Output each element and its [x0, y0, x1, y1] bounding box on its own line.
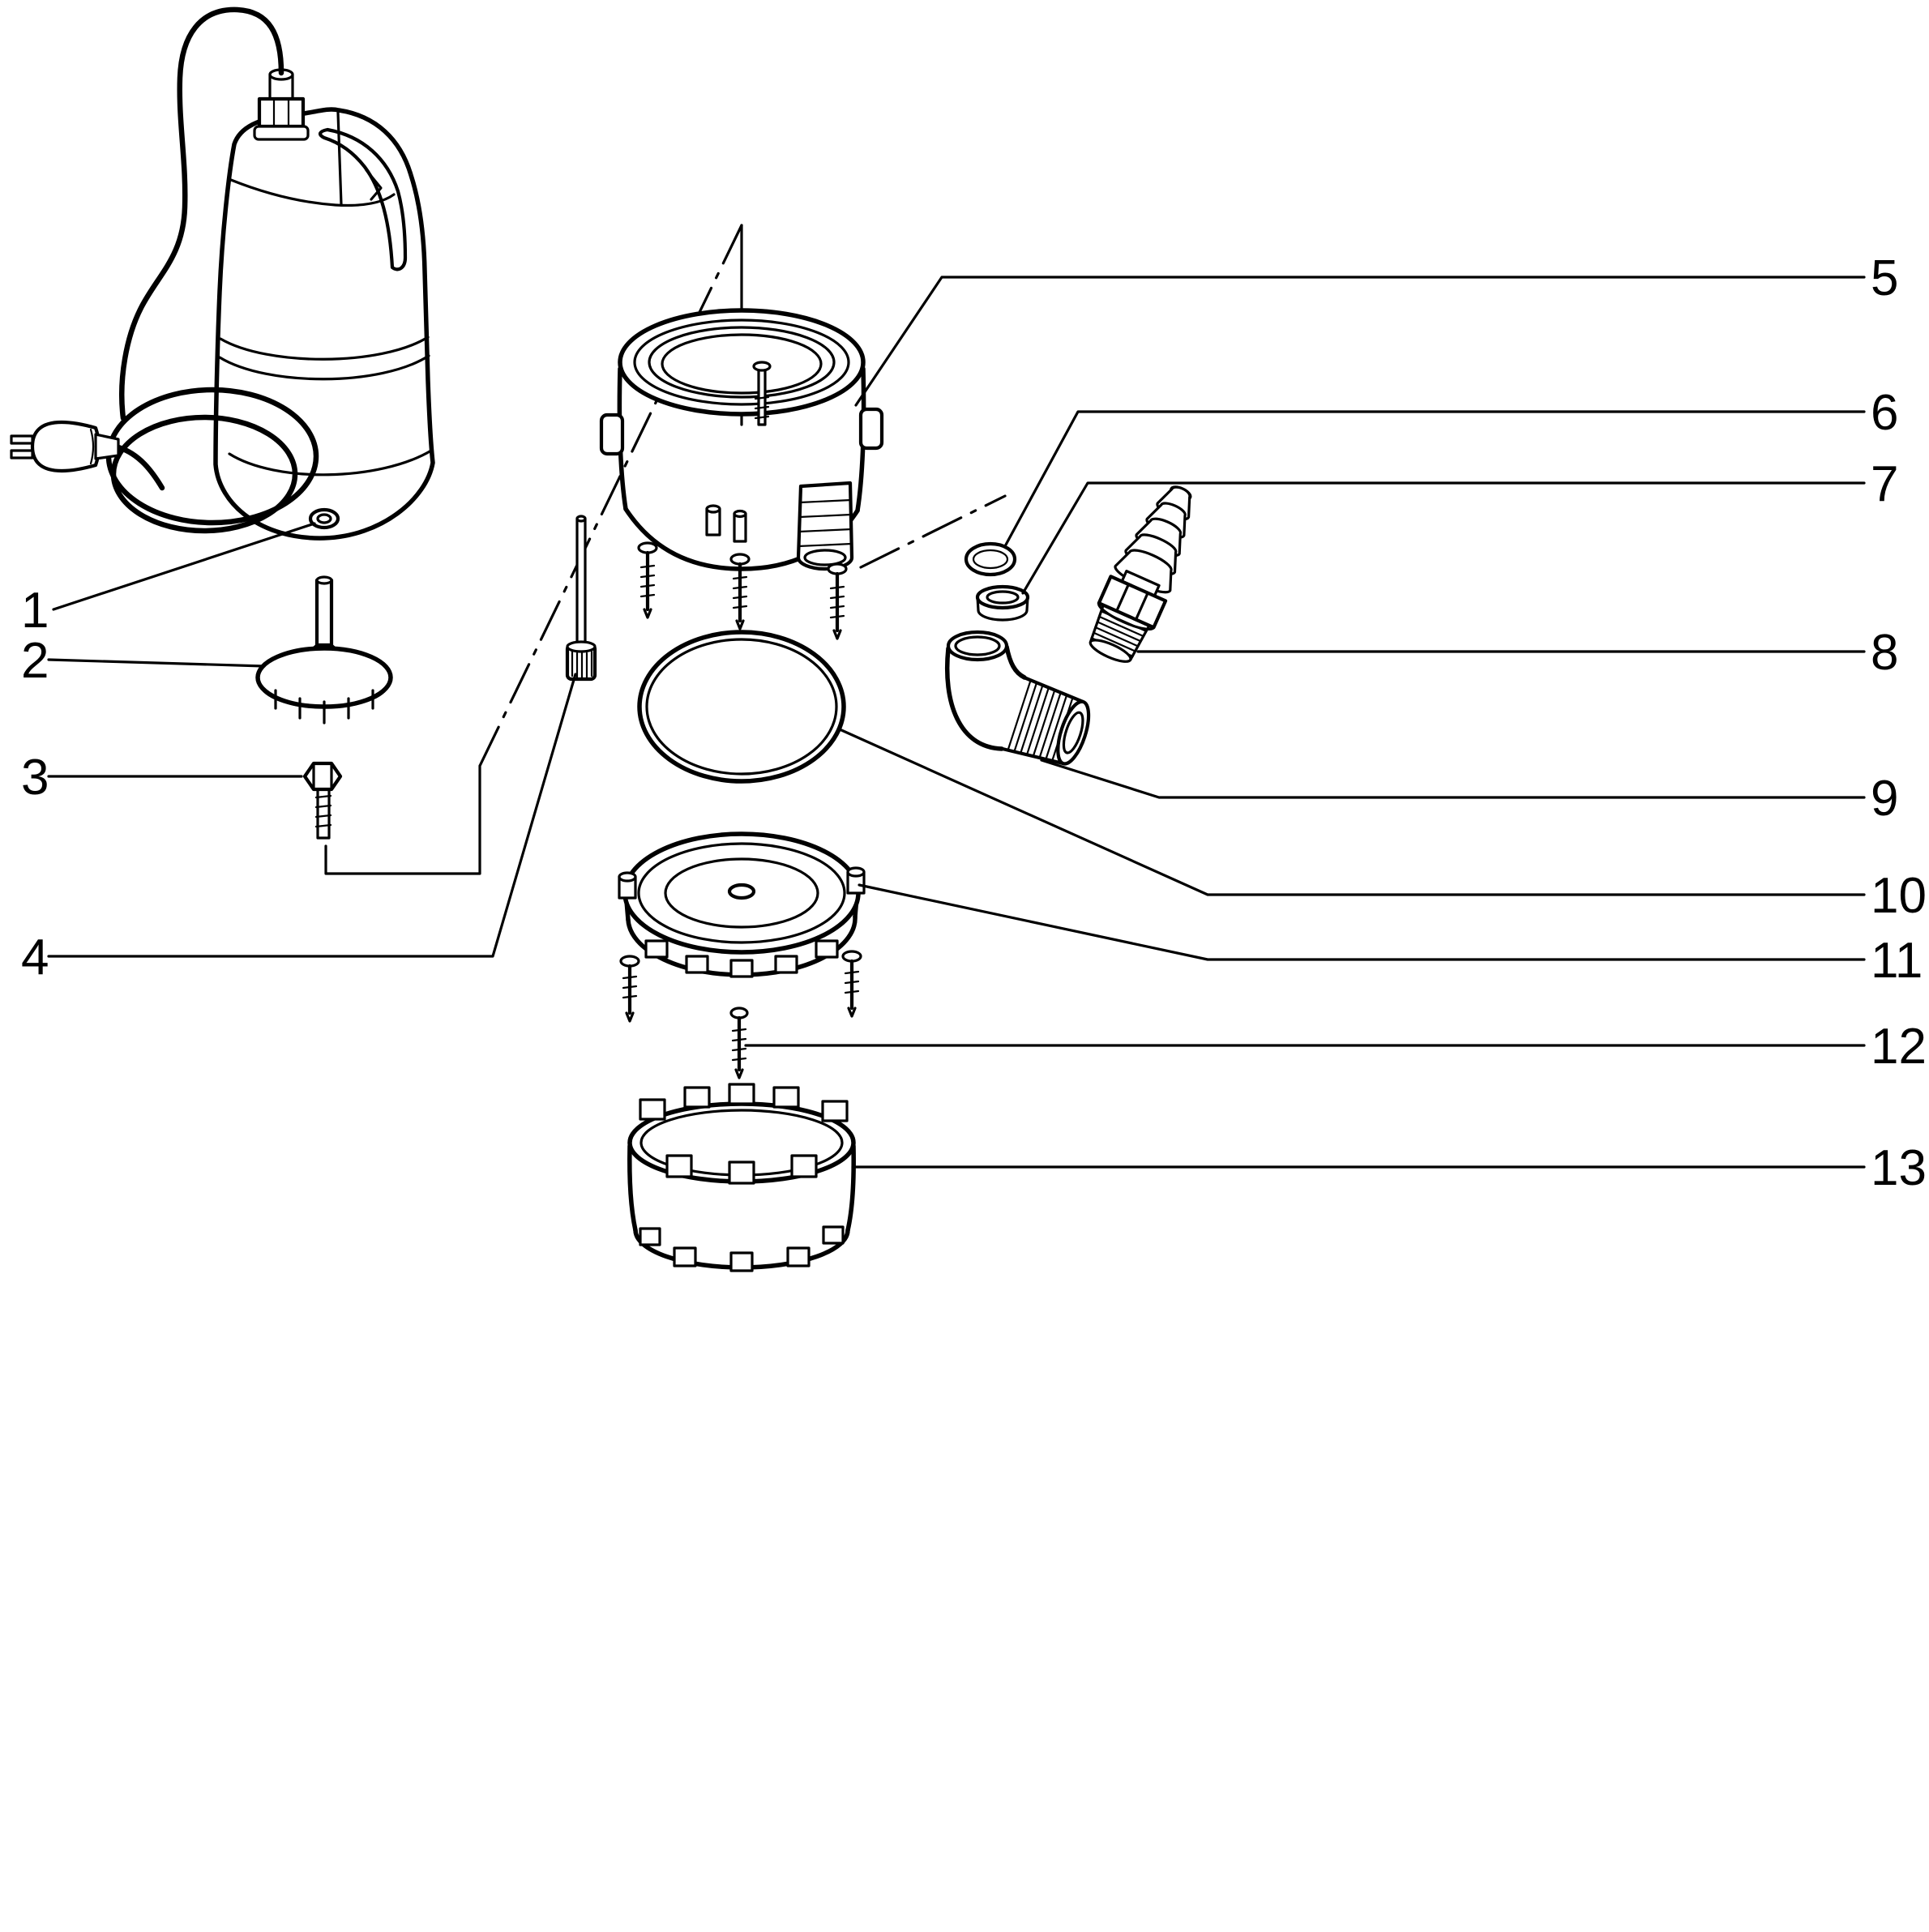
part-11-cover — [618, 831, 866, 1023]
part-2-impeller — [255, 575, 393, 724]
housing-clip-left — [599, 412, 625, 456]
cord-tail — [115, 444, 165, 491]
callout-8: 8 — [1871, 625, 1898, 681]
pump-seam-top — [229, 178, 396, 207]
plug-body — [30, 420, 101, 473]
plug-pin-top — [10, 434, 34, 445]
housing-inner-screw — [752, 361, 772, 426]
callout-10: 10 — [1871, 868, 1927, 924]
cover-screw-left — [619, 955, 640, 1023]
callout-5: 5 — [1871, 250, 1898, 306]
part-5-housing — [599, 308, 884, 640]
cover-center-hole — [727, 883, 756, 900]
housing-rim-outer — [618, 308, 866, 417]
screw — [827, 562, 848, 640]
part-6-oring — [964, 541, 1017, 577]
axis-outlet — [859, 494, 1007, 569]
housing-clip-right — [858, 407, 884, 451]
leader-5 — [854, 276, 1866, 407]
mains-plug — [10, 420, 120, 473]
cord-loop-inner — [110, 414, 298, 534]
callout-9: 9 — [1871, 771, 1898, 827]
housing-outlet-spout — [796, 481, 854, 571]
part-7-seal — [975, 584, 1030, 622]
callout-3: 3 — [21, 750, 49, 806]
part-10-gasket — [637, 630, 846, 784]
part-13-strainer — [627, 1083, 856, 1272]
callout-labels: 1 2 3 4 5 6 7 8 9 10 11 12 13 — [21, 250, 1927, 1196]
pump-band-2 — [218, 354, 430, 381]
axis-diagonal — [478, 224, 743, 767]
screw — [637, 541, 658, 619]
leader-1 — [52, 522, 316, 611]
pump-assembly — [10, 6, 435, 541]
cover-screw-right — [841, 950, 862, 1018]
plug-boot — [94, 433, 120, 460]
pump-handle-notch — [365, 169, 383, 201]
callout-11: 11 — [1871, 933, 1923, 989]
pump-handle-opening — [319, 127, 408, 271]
part-1-washer — [308, 507, 340, 530]
pump-seam-vertical — [336, 111, 343, 206]
part-8-hose-adapter — [1089, 485, 1192, 663]
screw — [729, 553, 751, 630]
pump-band-1 — [219, 336, 430, 361]
leader-4 — [47, 673, 577, 958]
callout-7: 7 — [1871, 456, 1898, 512]
callout-1: 1 — [21, 583, 49, 639]
part-3-nut — [302, 761, 343, 840]
leader-lines — [47, 276, 1866, 1169]
part-4-bolt — [565, 515, 597, 682]
callout-13: 13 — [1871, 1140, 1927, 1196]
leader-11 — [858, 883, 1866, 961]
leader-10 — [838, 728, 1866, 896]
plug-face-line — [89, 428, 95, 465]
power-cord — [119, 6, 284, 421]
callout-12: 12 — [1871, 1019, 1927, 1075]
plug-pin-bottom — [10, 449, 34, 459]
axis-corner — [324, 764, 481, 875]
leader-2 — [47, 658, 266, 668]
callout-6: 6 — [1871, 385, 1898, 441]
elbow-threaded-outlet — [999, 676, 1091, 766]
callout-4: 4 — [21, 930, 49, 985]
part-9-elbow — [944, 630, 1091, 766]
leader-9 — [1040, 759, 1866, 799]
pump-body — [213, 107, 435, 541]
leader-7 — [1021, 481, 1866, 595]
housing-posts — [705, 504, 747, 543]
callout-2: 2 — [21, 633, 49, 689]
housing-screws — [637, 541, 848, 640]
part-12-screw — [729, 1007, 749, 1079]
cable-gland — [253, 68, 310, 141]
leader-6 — [1003, 410, 1866, 548]
pump-band-3 — [228, 449, 433, 477]
